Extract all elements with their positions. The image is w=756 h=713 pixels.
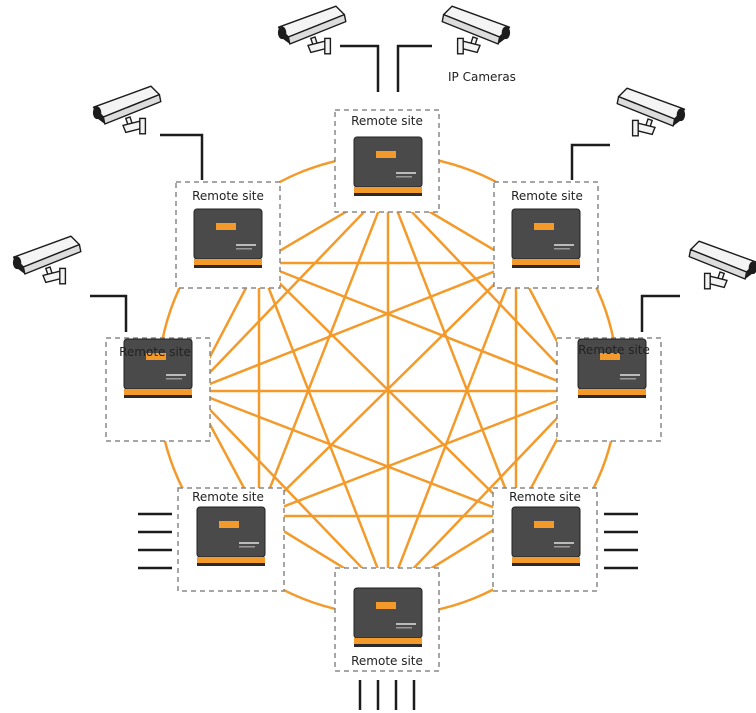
device-lower-left: [196, 506, 266, 567]
device-bottom: [353, 587, 423, 648]
camera-icon-right: [688, 240, 756, 290]
camera-icon-upper-right: [616, 87, 686, 137]
site-label-upper-left: Remote site: [192, 189, 264, 203]
site-label-lower-right: Remote site: [509, 490, 581, 504]
site-label-right: Remote site: [578, 343, 650, 357]
ip-cameras-label: IP Cameras: [448, 70, 516, 84]
site-label-bottom: Remote site: [351, 654, 423, 668]
camera-icon-upper-left: [92, 85, 162, 135]
camera-icon-left: [12, 235, 82, 285]
site-label-lower-left: Remote site: [192, 490, 264, 504]
site-label-left: Remote site: [119, 345, 191, 359]
device-upper-left: [193, 208, 263, 269]
camera-icon-top-right: [441, 5, 511, 55]
connection-stubs: [138, 512, 638, 710]
site-label-top: Remote site: [351, 114, 423, 128]
site-label-upper-right: Remote site: [511, 189, 583, 203]
device-lower-right: [511, 506, 581, 567]
camera-icon-top-left: [277, 5, 347, 55]
device-top: [353, 136, 423, 197]
camera-wiring: [90, 44, 680, 332]
device-upper-right: [511, 208, 581, 269]
